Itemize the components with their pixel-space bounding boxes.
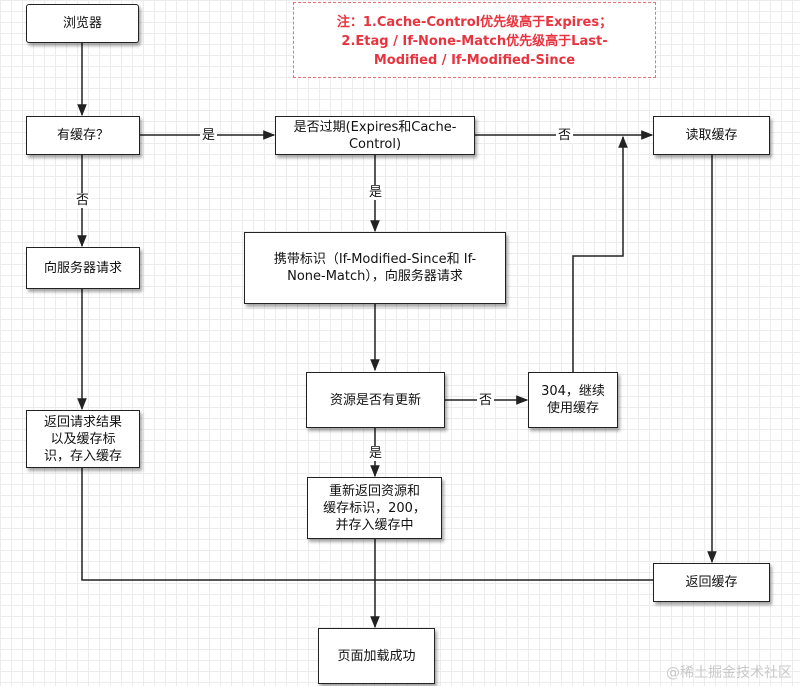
resource-updated-node: 资源是否有更新: [306, 372, 445, 428]
return-result-node: 返回请求结果 以及缓存标 识，存入缓存: [26, 410, 140, 468]
label-has-cache-yes: 是: [200, 128, 218, 143]
label-updated-yes: 是: [367, 446, 385, 461]
edge-result-line: [81, 468, 375, 581]
request-server-node: 向服务器请求: [26, 247, 140, 289]
read-cache-node: 读取缓存: [653, 116, 770, 155]
carry-tags-node: 携带标识（If-Modified-Since和 If- None-Match），…: [244, 232, 506, 304]
has-cache-node: 有缓存？: [26, 116, 140, 155]
page-loaded-node: 页面加载成功: [318, 628, 435, 684]
expired-check-node: 是否过期(Expires和Cache- Control): [275, 116, 475, 155]
watermark: @稀土掘金技术社区: [666, 665, 792, 681]
return-new-node: 重新返回资源和 缓存标识，200， 并存入缓存中: [307, 477, 442, 539]
return-cache-node: 返回缓存: [653, 563, 770, 602]
label-expired-no: 否: [556, 128, 574, 143]
not-modified-node: 304，继续 使用缓存: [528, 372, 618, 428]
priority-note: 注：1.Cache-Control优先级高于Expires； 2.Etag / …: [293, 2, 656, 78]
label-has-cache-no: 否: [74, 193, 92, 208]
browser-node: 浏览器: [26, 4, 139, 43]
label-updated-no: 否: [477, 393, 495, 408]
edge-304-to-read: [572, 135, 628, 372]
label-expired-yes: 是: [367, 185, 385, 200]
